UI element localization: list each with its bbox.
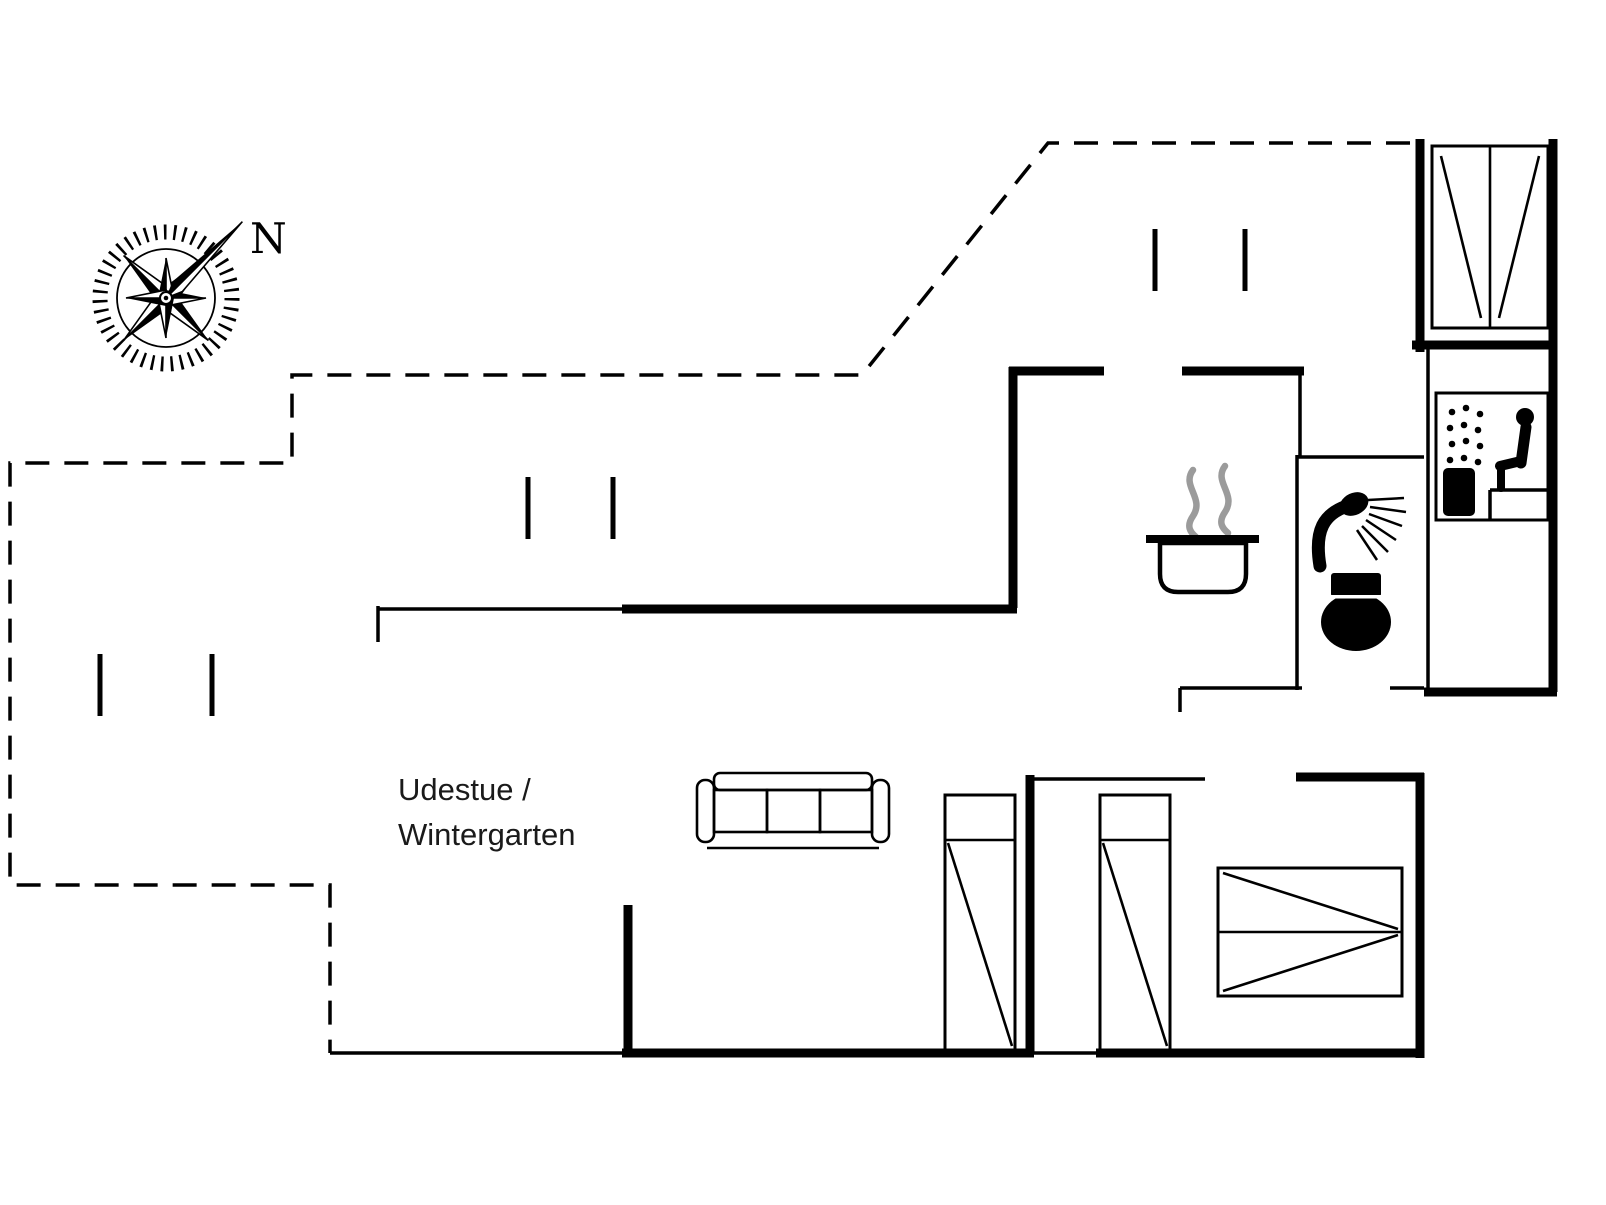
sauna-steam-dots	[1446, 404, 1484, 466]
sauna-icon	[1434, 391, 1550, 522]
walls-thick	[622, 139, 1558, 1058]
cooking-pot-icon	[1146, 462, 1259, 595]
double-bed-icon	[1216, 866, 1404, 998]
glass-door-icon	[1430, 144, 1550, 330]
terrace-opening-ticks	[97, 229, 1248, 716]
compass-rose-icon	[92, 221, 243, 372]
sauna-stove	[1443, 468, 1475, 516]
room-label-udestue-line2: Wintergarten	[398, 817, 575, 852]
room-label-udestue-line1: Udestue /	[398, 772, 531, 807]
pot-body	[1157, 540, 1249, 595]
shower-icon	[1311, 492, 1407, 573]
wardrobe-icon	[943, 793, 1017, 1052]
wardrobe-icon	[1098, 793, 1172, 1052]
shower-spray	[1355, 496, 1407, 561]
terrace-dashed-outline	[8, 141, 1410, 1053]
compass-needle	[165, 221, 243, 299]
walls-thin	[330, 345, 1430, 1055]
sofa-icon	[695, 771, 891, 850]
toilet-icon	[1321, 573, 1391, 651]
north-label: N	[250, 214, 287, 263]
sauna-person	[1488, 408, 1548, 519]
